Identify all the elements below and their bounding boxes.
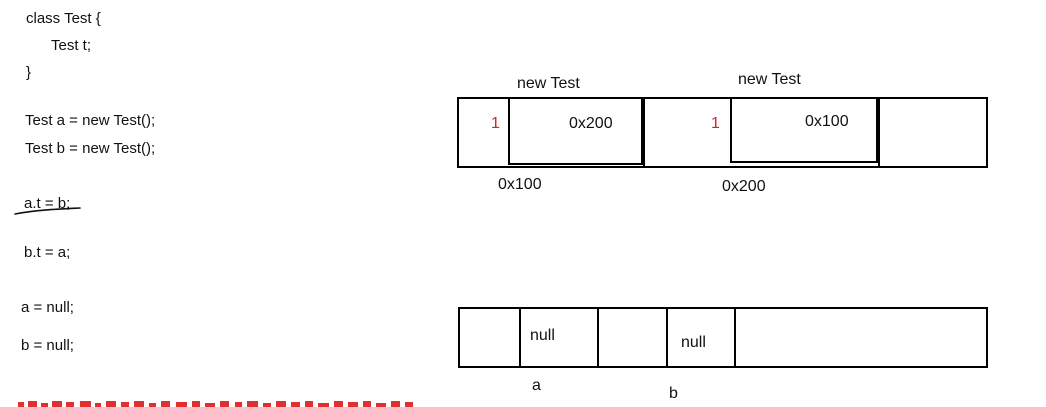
slot-a-value: null	[530, 327, 555, 344]
code-line-class-end: }	[26, 64, 32, 81]
object1-field-value: 0x200	[569, 115, 613, 132]
code-line-assign-b: Test b = new Test();	[25, 140, 156, 157]
code-line-field-decl: Test t;	[51, 37, 92, 54]
stack-divider	[666, 307, 668, 368]
code-line-b-null: b = null;	[21, 337, 74, 354]
code-line-b-t: b.t = a;	[24, 244, 71, 261]
code-line-a-null: a = null;	[21, 299, 74, 316]
object2-field-value: 0x100	[805, 113, 849, 130]
object1-label: new Test	[517, 75, 580, 92]
stack-memory	[458, 307, 988, 368]
stack-divider	[519, 307, 521, 368]
slot-a-name: a	[532, 377, 541, 394]
code-line-a-t: a.t = b;	[24, 195, 71, 212]
stack-divider	[597, 307, 599, 368]
object2-address: 0x200	[722, 178, 766, 195]
heap-divider	[878, 97, 880, 168]
slot-b-name: b	[669, 385, 678, 402]
slot-b-value: null	[681, 334, 706, 351]
stack-divider	[734, 307, 736, 368]
heap-divider	[643, 97, 645, 168]
code-line-assign-a: Test a = new Test();	[25, 112, 156, 129]
object1-refcount: 1	[491, 115, 500, 132]
code-line-class-decl: class Test {	[26, 10, 101, 27]
object2-label: new Test	[738, 71, 801, 88]
object1-address: 0x100	[498, 176, 542, 193]
heap-memory	[457, 97, 988, 168]
object2-field-box	[730, 97, 878, 163]
object1-field-box	[508, 97, 643, 165]
object2-refcount: 1	[711, 115, 720, 132]
